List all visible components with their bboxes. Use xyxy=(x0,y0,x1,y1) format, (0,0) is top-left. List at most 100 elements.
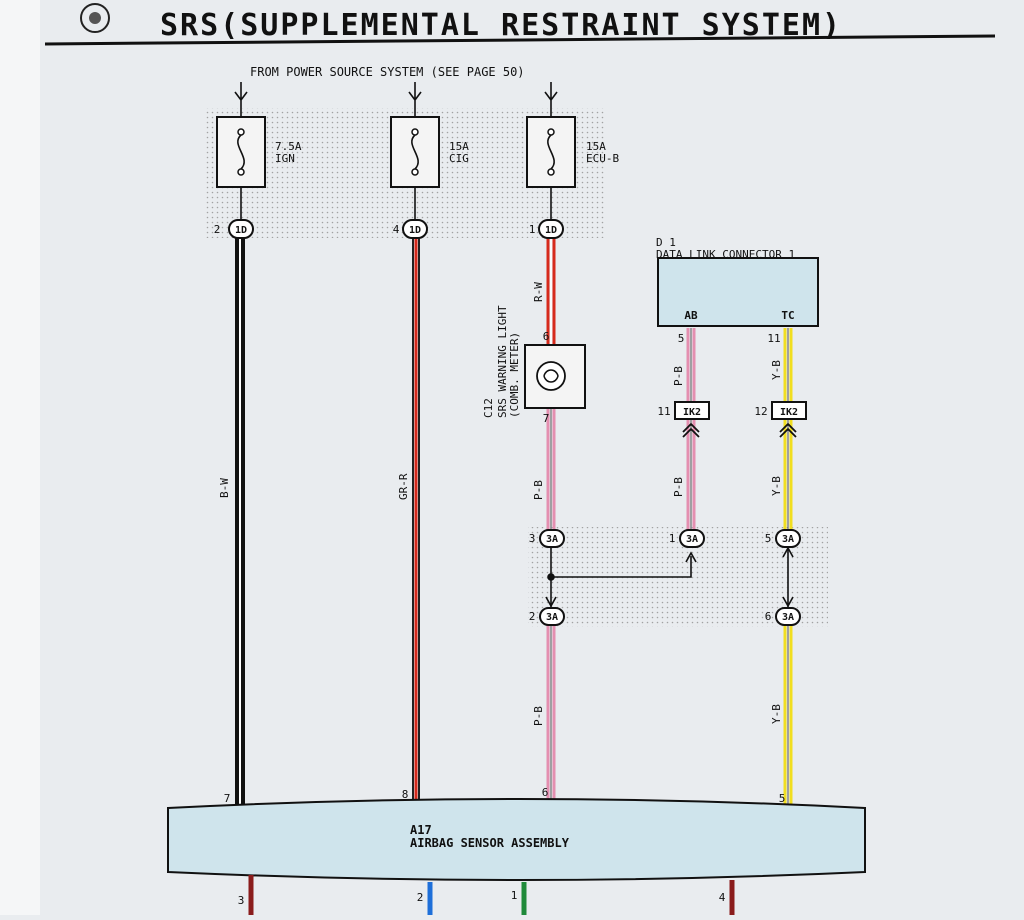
wire-label-yb: Y-B xyxy=(770,704,783,724)
connector-pin: 2 xyxy=(529,610,536,623)
connector-ik2-tc: IK2 12 xyxy=(754,401,807,438)
airbag-box xyxy=(167,798,866,881)
connector-shell xyxy=(228,219,254,239)
power-source-label: FROM POWER SOURCE SYSTEM (SEE PAGE 50) xyxy=(250,65,525,79)
header-rule xyxy=(44,34,996,46)
wire-grr xyxy=(412,238,420,808)
junction-arrow-icon xyxy=(685,551,697,563)
connector-label: 3A xyxy=(686,534,698,545)
wire-label-yb: Y-B xyxy=(770,476,783,496)
connector-label: IK2 xyxy=(683,407,701,418)
connector-shell xyxy=(539,607,565,626)
wire-label-pb: P-B xyxy=(672,366,685,386)
connector-pin: 1 xyxy=(669,532,676,545)
airbag-pin: 4 xyxy=(719,891,726,904)
data-link-connector: D 1 DATA LINK CONNECTOR 1 AB TC 5 11 xyxy=(656,236,819,345)
connector-shell xyxy=(402,219,428,239)
dlc-terminal-ab: AB xyxy=(684,309,698,322)
wire-bw xyxy=(235,238,245,808)
connector-shell xyxy=(679,529,705,548)
chevron-up-icon xyxy=(682,422,700,438)
header-logo-icon xyxy=(80,3,110,33)
junction-arrow-icon xyxy=(545,596,557,608)
connector-pin: 5 xyxy=(765,532,772,545)
fuse-terminal xyxy=(547,128,555,136)
fuse-element-icon xyxy=(411,134,419,170)
fuse-amp: 15A xyxy=(449,140,469,153)
wire-label-pb: P-B xyxy=(672,477,685,497)
connector-ik2-ab: IK2 11 xyxy=(657,401,710,438)
connector-pin: 6 xyxy=(765,610,772,623)
fuse-ecub: 15A ECU-B xyxy=(526,116,619,188)
airbag-pin: 7 xyxy=(224,792,231,805)
connector-label: 1D xyxy=(409,225,421,236)
airbag-pin: 1 xyxy=(511,889,518,902)
wire-label-rw: R-W xyxy=(532,282,545,302)
bulb-filament-icon xyxy=(543,369,559,383)
airbag-id: A17 xyxy=(410,823,432,837)
page-margin xyxy=(0,0,40,915)
connector-label: 1D xyxy=(545,225,557,236)
connector-3a-5: 3A 6 xyxy=(765,607,801,626)
fuse-name: IGN xyxy=(275,152,295,165)
fuse-name: CIG xyxy=(449,152,469,165)
bulb-icon xyxy=(536,361,566,391)
connector-label: 3A xyxy=(782,534,794,545)
power-arrow-cig xyxy=(408,82,422,117)
airbag-pin: 6 xyxy=(542,786,549,799)
warning-light-sub: (COMB. METER) xyxy=(508,332,521,418)
wire-label-grr: GR-R xyxy=(397,473,410,500)
connector-shell xyxy=(539,529,565,548)
wire-rw xyxy=(546,238,556,345)
srs-warning-light: 6 7 C12 SRS WARNING LIGHT (COMB. METER) xyxy=(482,305,586,425)
dlc-box xyxy=(657,257,819,327)
dlc-pin-ab: 5 xyxy=(678,332,685,345)
wire-yb xyxy=(783,328,793,808)
dlc-terminal-tc: TC xyxy=(781,309,794,322)
fuse-amp: 15A xyxy=(586,140,606,153)
connector-label: IK2 xyxy=(780,407,798,418)
airbag-sensor-assembly: A17 AIRBAG SENSOR ASSEMBLY 7 8 6 5 xyxy=(167,786,866,881)
connector-3a-1: 3A 3 xyxy=(529,529,565,548)
connector-3a-2: 3A 1 xyxy=(669,529,705,548)
airbag-pin: 2 xyxy=(417,891,424,904)
power-arrow-ign xyxy=(234,82,248,117)
fuse-terminal xyxy=(411,128,419,136)
airbag-pin: 5 xyxy=(779,792,786,805)
connector-1d-ecub: 1D 1 xyxy=(529,219,564,239)
fuse-name: ECU-B xyxy=(586,152,619,165)
connector-label: 3A xyxy=(546,534,558,545)
wire-label-yb: Y-B xyxy=(770,360,783,380)
warning-light-name: SRS WARNING LIGHT xyxy=(496,305,509,418)
warning-light-pin-in: 6 xyxy=(543,330,550,343)
connector-pin: 3 xyxy=(529,532,536,545)
connector-1d-ign: 1D 2 xyxy=(214,219,254,239)
header: SRS(SUPPLEMENTAL RESTRAINT SYSTEM) xyxy=(44,3,996,46)
connector-pin: 1 xyxy=(529,223,536,236)
connector-3a-3: 3A 5 xyxy=(765,529,801,548)
dlc-pin-tc: 11 xyxy=(767,332,780,345)
wire-pb-main xyxy=(546,408,556,808)
connector-pin: 4 xyxy=(393,223,400,236)
warning-light-id: C12 xyxy=(482,398,495,418)
connector-pin: 2 xyxy=(214,223,221,236)
airbag-name: AIRBAG SENSOR ASSEMBLY xyxy=(410,836,570,850)
fuse-element-icon xyxy=(547,134,555,170)
connector-shell xyxy=(771,401,807,420)
fuse-terminal xyxy=(237,168,245,176)
connector-label: 3A xyxy=(546,612,558,623)
junction-link xyxy=(551,556,692,578)
fuse-terminal xyxy=(237,128,245,136)
junction-links xyxy=(545,546,794,608)
fuse-element-icon xyxy=(237,134,245,170)
splice-dot xyxy=(547,573,555,581)
connector-label: 3A xyxy=(782,612,794,623)
connector-3a-4: 3A 2 xyxy=(529,607,565,626)
junction-arrow-icon xyxy=(782,596,794,608)
connector-pin: 11 xyxy=(657,405,670,418)
power-arrows xyxy=(234,82,558,117)
connector-shell xyxy=(538,219,564,239)
fuse-leads xyxy=(240,187,552,220)
